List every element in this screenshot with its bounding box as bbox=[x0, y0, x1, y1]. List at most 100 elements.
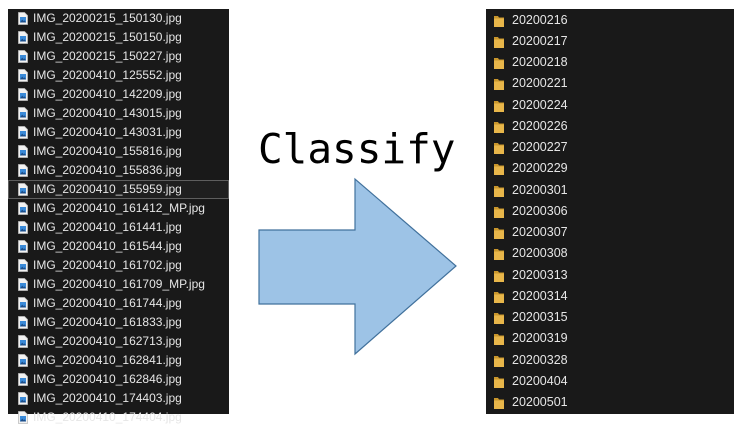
folder-item[interactable]: 20200218 bbox=[486, 52, 734, 73]
folder-item[interactable]: 20200315 bbox=[486, 307, 734, 328]
folder-item[interactable]: 20200308 bbox=[486, 243, 734, 264]
classify-label: Classify bbox=[258, 125, 456, 173]
file-name: IMG_20200410_161709_MP.jpg bbox=[33, 277, 205, 291]
file-item[interactable]: IMG_20200410_161441.jpg bbox=[8, 218, 229, 237]
file-item[interactable]: IMG_20200410_162841.jpg bbox=[8, 351, 229, 370]
folder-icon bbox=[494, 58, 504, 69]
folder-item[interactable]: 20200301 bbox=[486, 180, 734, 201]
file-item[interactable]: IMG_20200410_143031.jpg bbox=[8, 123, 229, 142]
image-file-icon bbox=[18, 145, 28, 158]
image-file-icon bbox=[18, 259, 28, 272]
folder-item[interactable]: 20200229 bbox=[486, 158, 734, 179]
folder-name: 20200229 bbox=[512, 161, 568, 176]
image-file-icon bbox=[18, 373, 28, 386]
folder-item[interactable]: 20200319 bbox=[486, 328, 734, 349]
folder-icon bbox=[494, 79, 504, 91]
folder-icon bbox=[494, 121, 504, 133]
image-file-icon bbox=[18, 354, 28, 367]
file-name: IMG_20200410_161744.jpg bbox=[33, 296, 182, 310]
folder-item[interactable]: 20200307 bbox=[486, 222, 734, 243]
file-item[interactable]: IMG_20200410_162713.jpg bbox=[8, 332, 229, 351]
folder-icon bbox=[494, 334, 504, 346]
folder-name: 20200301 bbox=[512, 182, 568, 197]
file-item[interactable]: IMG_20200410_162846.jpg bbox=[8, 370, 229, 389]
folder-icon bbox=[494, 355, 504, 367]
file-item[interactable]: IMG_20200215_150227.jpg bbox=[8, 47, 229, 66]
folder-item[interactable]: 20200404 bbox=[486, 371, 734, 392]
file-name: IMG_20200410_161441.jpg bbox=[33, 220, 182, 234]
image-file-icon bbox=[18, 278, 28, 291]
image-file-icon bbox=[18, 221, 28, 234]
file-name: IMG_20200410_162841.jpg bbox=[33, 353, 182, 367]
file-item[interactable]: IMG_20200410_155836.jpg bbox=[8, 161, 229, 180]
file-name: IMG_20200410_161702.jpg bbox=[33, 258, 182, 272]
file-name: IMG_20200410_174404.jpg bbox=[33, 410, 182, 424]
file-name: IMG_20200410_161833.jpg bbox=[33, 315, 182, 329]
folder-icon bbox=[494, 291, 504, 303]
folder-icon bbox=[494, 143, 504, 154]
folder-item[interactable]: 20200501 bbox=[486, 392, 734, 413]
image-file-icon bbox=[18, 240, 28, 253]
file-item[interactable]: IMG_20200410_174404.jpg bbox=[8, 408, 229, 427]
folder-item[interactable]: 20200216 bbox=[486, 10, 734, 31]
file-item[interactable]: IMG_20200410_143015.jpg bbox=[8, 104, 229, 123]
file-item[interactable]: IMG_20200410_125552.jpg bbox=[8, 66, 229, 85]
file-item[interactable]: IMG_20200410_155959.jpg bbox=[8, 180, 229, 199]
file-item[interactable]: IMG_20200410_155816.jpg bbox=[8, 142, 229, 161]
folder-name: 20200307 bbox=[512, 225, 568, 239]
folder-icon bbox=[494, 100, 504, 112]
folder-item[interactable]: 20200314 bbox=[486, 286, 734, 307]
folder-item[interactable]: 20200226 bbox=[486, 116, 734, 137]
image-file-icon bbox=[18, 31, 28, 44]
folder-name: 20200404 bbox=[512, 373, 568, 388]
folder-name: 20200306 bbox=[512, 203, 568, 218]
file-name: IMG_20200410_155816.jpg bbox=[33, 144, 182, 158]
folder-name: 20200315 bbox=[512, 310, 568, 324]
folder-icon bbox=[494, 164, 504, 176]
folder-item[interactable]: 20200217 bbox=[486, 31, 734, 52]
file-item[interactable]: IMG_20200410_174403.jpg bbox=[8, 389, 229, 408]
image-file-icon bbox=[18, 69, 28, 82]
folder-name: 20200218 bbox=[512, 55, 568, 69]
file-item[interactable]: IMG_20200410_161702.jpg bbox=[8, 256, 229, 275]
image-file-icon bbox=[18, 88, 28, 101]
file-item[interactable]: IMG_20200410_161833.jpg bbox=[8, 313, 229, 332]
image-file-icon bbox=[18, 126, 28, 139]
file-item[interactable]: IMG_20200410_142209.jpg bbox=[8, 85, 229, 104]
folder-icon bbox=[494, 36, 504, 48]
folder-name: 20200227 bbox=[512, 140, 568, 154]
file-name: IMG_20200410_174403.jpg bbox=[33, 391, 182, 405]
folder-item[interactable]: 20200328 bbox=[486, 350, 734, 371]
file-item[interactable]: IMG_20200410_161412_MP.jpg bbox=[8, 199, 229, 218]
file-name: IMG_20200410_155836.jpg bbox=[33, 163, 182, 177]
file-name: IMG_20200410_125552.jpg bbox=[33, 68, 182, 82]
image-file-icon bbox=[18, 12, 28, 25]
file-item[interactable]: IMG_20200410_161544.jpg bbox=[8, 237, 229, 256]
file-item[interactable]: IMG_20200215_150150.jpg bbox=[8, 28, 229, 47]
folder-item[interactable]: 20200227 bbox=[486, 137, 734, 158]
folder-item[interactable]: 20200313 bbox=[486, 265, 734, 286]
file-name: IMG_20200410_142209.jpg bbox=[33, 87, 182, 101]
folder-item[interactable]: 20200224 bbox=[486, 95, 734, 116]
folder-item[interactable]: 20200306 bbox=[486, 201, 734, 222]
folder-icon bbox=[494, 15, 504, 27]
folder-icon bbox=[494, 185, 504, 197]
file-item[interactable]: IMG_20200215_150130.jpg bbox=[8, 9, 229, 28]
file-name: IMG_20200410_161412_MP.jpg bbox=[33, 201, 205, 215]
file-item[interactable]: IMG_20200410_161744.jpg bbox=[8, 294, 229, 313]
image-file-icon bbox=[18, 183, 28, 196]
file-name: IMG_20200410_162713.jpg bbox=[33, 334, 182, 348]
image-file-icon bbox=[18, 335, 28, 348]
file-item[interactable]: IMG_20200410_161709_MP.jpg bbox=[8, 275, 229, 294]
folder-icon bbox=[494, 270, 504, 282]
folder-name: 20200226 bbox=[512, 118, 568, 133]
folder-icon bbox=[494, 228, 504, 239]
folder-icon bbox=[494, 206, 504, 218]
folder-name: 20200319 bbox=[512, 331, 568, 346]
folder-item[interactable]: 20200221 bbox=[486, 73, 734, 94]
file-name: IMG_20200215_150130.jpg bbox=[33, 11, 182, 25]
folder-name: 20200314 bbox=[512, 288, 568, 303]
